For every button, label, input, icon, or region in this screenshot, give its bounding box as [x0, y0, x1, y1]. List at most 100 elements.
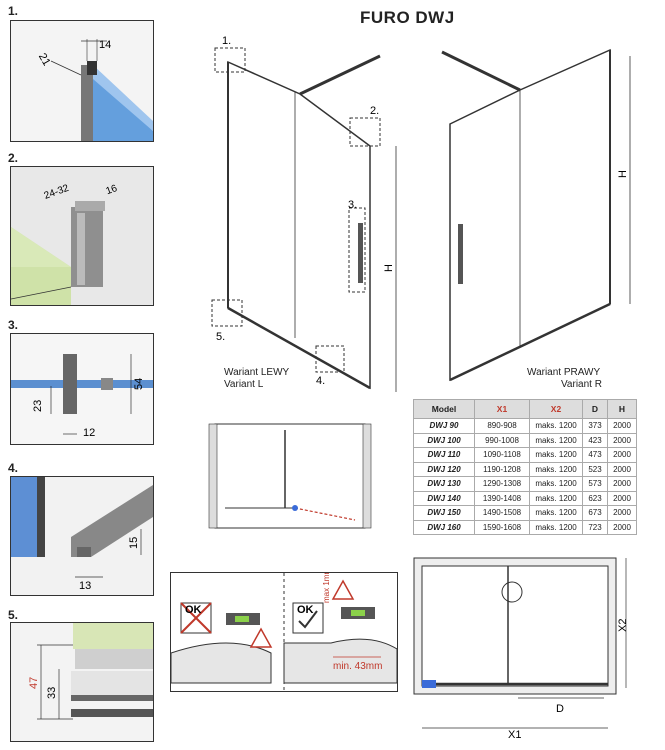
cell: 1390-1408: [474, 490, 530, 506]
detail-panel-4: 15 13: [10, 476, 154, 596]
callout-1: 1.: [222, 35, 231, 47]
cell: DWJ 120: [413, 461, 475, 477]
step-3-label: 3.: [8, 318, 19, 332]
variant-right-label: Wariant PRAWY: [527, 367, 601, 378]
ok-bad-label: OK: [185, 604, 202, 616]
dim-23: 23: [32, 400, 44, 412]
dim-54: 54: [133, 378, 145, 390]
cell: DWJ 130: [413, 476, 475, 492]
cell: maks. 1200: [529, 505, 583, 521]
cell: 473: [582, 447, 608, 463]
dim-33: 33: [46, 687, 58, 699]
d-label: D: [556, 703, 564, 715]
cell: maks. 1200: [529, 461, 583, 477]
cell: 2000: [607, 432, 637, 448]
col-x1: X1: [474, 399, 530, 419]
dim-12: 12: [83, 427, 95, 439]
step-1-label: 1.: [8, 4, 19, 18]
dim-14: 14: [99, 39, 111, 51]
cell: 373: [582, 418, 608, 434]
cell: DWJ 140: [413, 490, 475, 506]
cell: 1190-1208: [474, 461, 530, 477]
cell: 423: [582, 432, 608, 448]
cell: maks. 1200: [529, 519, 583, 535]
callout-3: 3.: [348, 199, 357, 211]
callout-5: 5.: [216, 331, 225, 343]
col-h: H: [607, 399, 637, 419]
cell: 2000: [607, 447, 637, 463]
x2-label: X2: [617, 619, 629, 632]
cell: 990-1008: [474, 432, 530, 448]
step-2-label: 2.: [8, 151, 19, 165]
dim-15: 15: [128, 537, 140, 549]
detail-panel-1: 14 21: [10, 20, 154, 142]
cell: 2000: [607, 476, 637, 492]
max-1mm-label: max 1mm: [322, 573, 331, 603]
dim-21: 21: [36, 51, 53, 68]
variant-left-label: Wariant LEWY: [224, 367, 290, 378]
rail-profile-detail: 15 13: [11, 477, 153, 595]
detail-panel-5: 47 33: [10, 622, 154, 742]
cell: DWJ 100: [413, 432, 475, 448]
col-d: D: [582, 399, 608, 419]
wall-profile-detail: 14 21: [11, 21, 153, 141]
step-4-label: 4.: [8, 461, 19, 475]
cell: 523: [582, 461, 608, 477]
cell: 890-908: [474, 418, 530, 434]
cell: 1090-1108: [474, 447, 530, 463]
height-label-left: H: [383, 264, 395, 272]
cell: maks. 1200: [529, 476, 583, 492]
ok-good-label: OK: [297, 604, 314, 616]
cell: DWJ 110: [413, 447, 475, 463]
cell: 673: [582, 505, 608, 521]
cell: 623: [582, 490, 608, 506]
page-title: FURO DWJ: [360, 8, 455, 27]
cell: 1290-1308: [474, 476, 530, 492]
handle-detail: 54 23 12: [11, 334, 153, 444]
callout-4: 4.: [316, 375, 325, 387]
sliding-door-top-view: [208, 423, 372, 529]
variant-left-sublabel: Variant L: [224, 379, 264, 390]
cell: DWJ 90: [413, 418, 475, 434]
step-5-label: 5.: [8, 608, 19, 622]
dim-47: 47: [28, 677, 40, 689]
level-check-panel: OK OK max 1mm min. 43mm: [170, 568, 398, 692]
cell: 573: [582, 476, 608, 492]
plan-view-drawing: X2 D X1: [413, 557, 629, 740]
cell: 2000: [607, 490, 637, 506]
cell: 1490-1508: [474, 505, 530, 521]
cell: 723: [582, 519, 608, 535]
cell: 2000: [607, 505, 637, 521]
cell: 1590-1608: [474, 519, 530, 535]
cell: DWJ 160: [413, 519, 475, 535]
min-43mm-label: min. 43mm: [333, 661, 382, 672]
dim-16: 16: [105, 183, 120, 197]
col-x2: X2: [529, 399, 583, 419]
level-check-drawing: OK OK max 1mm min. 43mm: [170, 568, 398, 691]
col-model: Model: [413, 399, 475, 419]
x1-label: X1: [508, 729, 521, 740]
detail-panel-3: 54 23 12: [10, 333, 154, 445]
cell: maks. 1200: [529, 418, 583, 434]
shower-perspective-drawing: 1. 2. 3. 5. 4. H H: [211, 35, 631, 392]
cell: 2000: [607, 519, 637, 535]
dim-13: 13: [79, 580, 91, 592]
cell: 2000: [607, 418, 637, 434]
cell: maks. 1200: [529, 432, 583, 448]
cell: maks. 1200: [529, 447, 583, 463]
floor-seal-detail: 47 33: [11, 623, 153, 741]
cell: 2000: [607, 461, 637, 477]
cell: maks. 1200: [529, 490, 583, 506]
detail-panel-2: 24-32 16: [10, 166, 154, 306]
callout-2: 2.: [370, 105, 379, 117]
height-label-right: H: [617, 170, 629, 178]
